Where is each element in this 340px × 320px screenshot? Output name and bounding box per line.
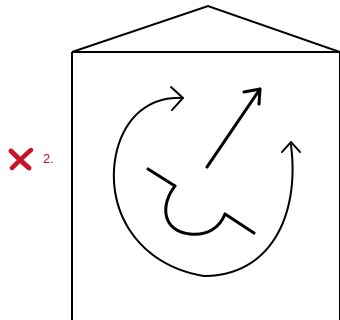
house-body — [71, 51, 340, 320]
right-arc-arrow — [203, 141, 301, 277]
left-arc-arrow — [112, 86, 205, 277]
option-number-label: 2. — [43, 151, 54, 166]
cross-mark-icon — [8, 147, 34, 171]
center-arrow — [205, 87, 262, 169]
inner-hook-shape — [146, 167, 256, 236]
house-roof — [71, 4, 340, 53]
